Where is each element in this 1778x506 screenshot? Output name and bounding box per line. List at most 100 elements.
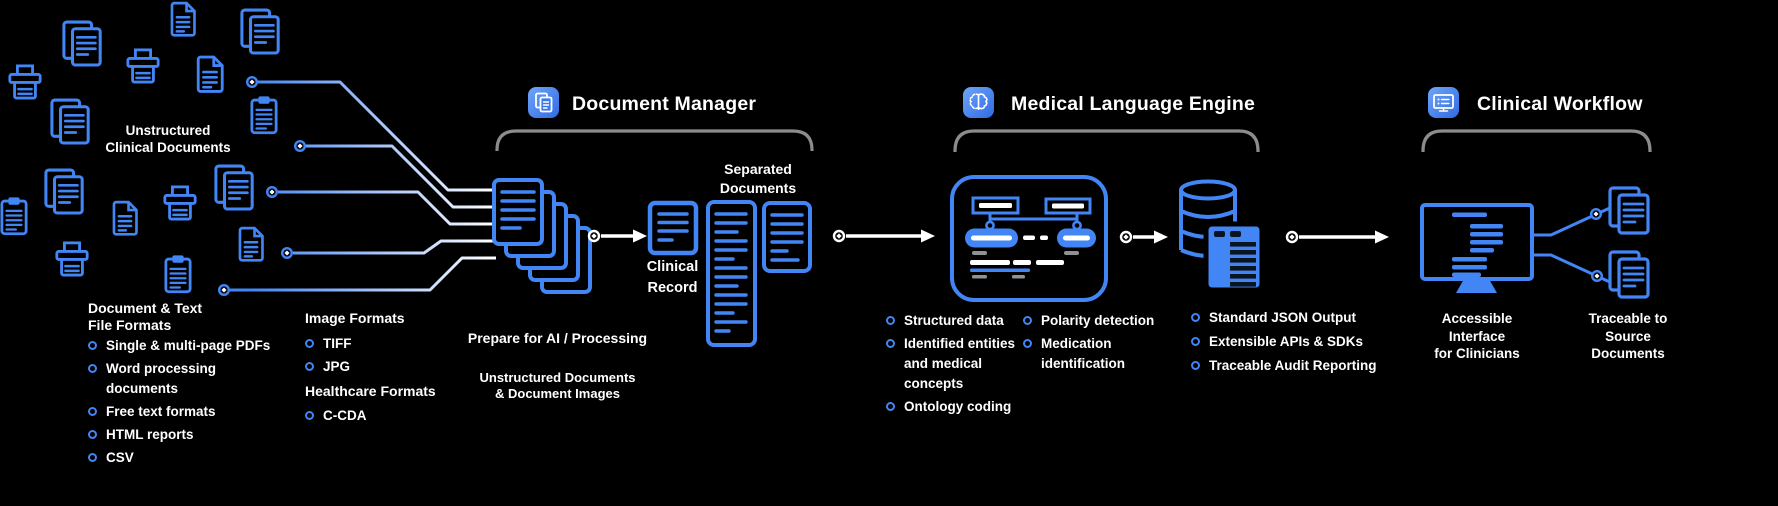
documents-icon [62, 20, 102, 67]
bullet-icon [305, 411, 314, 420]
prepare-subtitle: Unstructured Documents & Document Images [479, 370, 636, 401]
separated-documents-label: Separated Documents [719, 161, 797, 196]
list-item: Medication identification [1023, 334, 1154, 374]
bullet-icon [305, 362, 314, 371]
medical-language-engine-title: Medical Language Engine [1011, 93, 1256, 115]
list-item-label: Extensible APIs & SDKs [1209, 334, 1364, 349]
list-item-label: Medication identification [1041, 336, 1125, 371]
documents-icon [240, 8, 280, 55]
list-item-label: HTML reports [106, 427, 194, 442]
circuit-lines [230, 80, 496, 292]
healthcare-formats-list: C-CDA [305, 406, 367, 426]
healthcare-formats-heading: Healthcare Formats [305, 383, 436, 399]
list-item: Word processing documents [88, 359, 270, 399]
list-item: Identified entities and medical concepts [886, 334, 1015, 394]
printer-icon [8, 64, 42, 100]
image-formats-list: TIFF JPG [305, 334, 352, 377]
flow-arrow [832, 229, 935, 243]
list-item: Free text formats [88, 402, 270, 422]
bullet-icon [305, 339, 314, 348]
documents-icon [1608, 250, 1650, 299]
unstructured-clinical-documents-label: Unstructured Clinical Documents [105, 123, 231, 155]
separated-documents-icons [706, 200, 812, 347]
mle-outputs-col2: Polarity detection Medication identifica… [1023, 311, 1154, 374]
image-formats-heading: Image Formats [305, 310, 405, 326]
brain-icon [963, 87, 994, 118]
document-icon [528, 87, 559, 118]
clipboard-icon [0, 196, 28, 236]
bullet-icon [88, 364, 97, 373]
list-item: TIFF [305, 334, 352, 354]
doc-text-formats-heading: Document & Text File Formats [88, 300, 203, 333]
bullet-icon [886, 402, 895, 411]
section-brackets [495, 129, 1652, 152]
document-icon [112, 200, 138, 236]
flow-arrow [1285, 230, 1389, 244]
mle-outputs-col1: Structured data Identified entities and … [886, 311, 1015, 417]
list-item-label: TIFF [323, 336, 352, 351]
bullet-icon [88, 430, 97, 439]
clinical-record-label: Clinical Record [646, 259, 699, 296]
list-item-label: Traceable Audit Reporting [1209, 358, 1377, 373]
clinical-workflow-title: Clinical Workflow [1477, 93, 1643, 115]
printer-icon [126, 48, 160, 84]
list-item: Extensible APIs & SDKs [1191, 332, 1377, 352]
documents-icon [1608, 186, 1650, 235]
accessible-interface-label: Accessible Interface for Clinicians [1434, 311, 1520, 361]
documents-icon [44, 168, 84, 215]
circuit-nodes [217, 75, 307, 297]
list-item-label: JPG [323, 359, 351, 374]
link-nodes [1589, 207, 1604, 283]
list-item-label: Free text formats [106, 404, 216, 419]
list-item-label: Single & multi-page PDFs [106, 338, 271, 353]
prepare-block: Prepare for AI / Processing Unstructured… [450, 312, 665, 420]
clipboard-icon [164, 254, 192, 294]
list-item-label: Identified entities and medical concepts [904, 336, 1016, 391]
list-item: Traceable Audit Reporting [1191, 356, 1377, 376]
list-item-label: CSV [106, 450, 134, 465]
document-manager-title: Document Manager [572, 93, 757, 115]
bullet-icon [1023, 339, 1032, 348]
list-item: C-CDA [305, 406, 367, 426]
bullet-icon [1191, 313, 1200, 322]
list-item: Polarity detection [1023, 311, 1154, 331]
document-icon [238, 226, 264, 262]
bullet-icon [886, 339, 895, 348]
bullet-icon [886, 316, 895, 325]
document-icon [196, 55, 224, 93]
mle-outputs-col3: Standard JSON Output Extensible APIs & S… [1191, 308, 1377, 376]
flow-arrow [587, 229, 647, 243]
bullet-icon [88, 453, 97, 462]
bullet-icon [1023, 316, 1032, 325]
printer-icon [55, 241, 89, 277]
list-item-label: C-CDA [323, 408, 367, 423]
entity-relation-box [950, 175, 1108, 302]
list-item: Ontology coding [886, 397, 1015, 417]
list-item-label: Ontology coding [904, 399, 1012, 414]
doc-text-formats-list: Single & multi-page PDFs Word processing… [88, 336, 270, 468]
flow-arrow [1119, 230, 1168, 244]
list-item: JPG [305, 357, 352, 377]
list-item: HTML reports [88, 425, 270, 445]
bullet-icon [88, 407, 97, 416]
clinical-record-icon [647, 200, 699, 256]
bullet-icon [1191, 361, 1200, 370]
documents-icon [214, 164, 254, 211]
list-item-label: Word processing documents [106, 361, 217, 396]
printer-icon [163, 185, 197, 221]
document-stack-icon [492, 178, 592, 294]
clipboard-icon [250, 95, 278, 135]
list-item: CSV [88, 448, 270, 468]
list-item-label: Polarity detection [1041, 313, 1155, 328]
list-item-label: Structured data [904, 313, 1004, 328]
list-item-label: Standard JSON Output [1209, 310, 1357, 325]
document-icon [170, 1, 196, 37]
bullet-icon [1191, 337, 1200, 346]
server-icon [1203, 221, 1265, 293]
monitor-icon [1428, 87, 1459, 118]
list-item: Structured data [886, 311, 1015, 331]
list-item: Standard JSON Output [1191, 308, 1377, 328]
prepare-title: Prepare for AI / Processing [467, 330, 648, 346]
